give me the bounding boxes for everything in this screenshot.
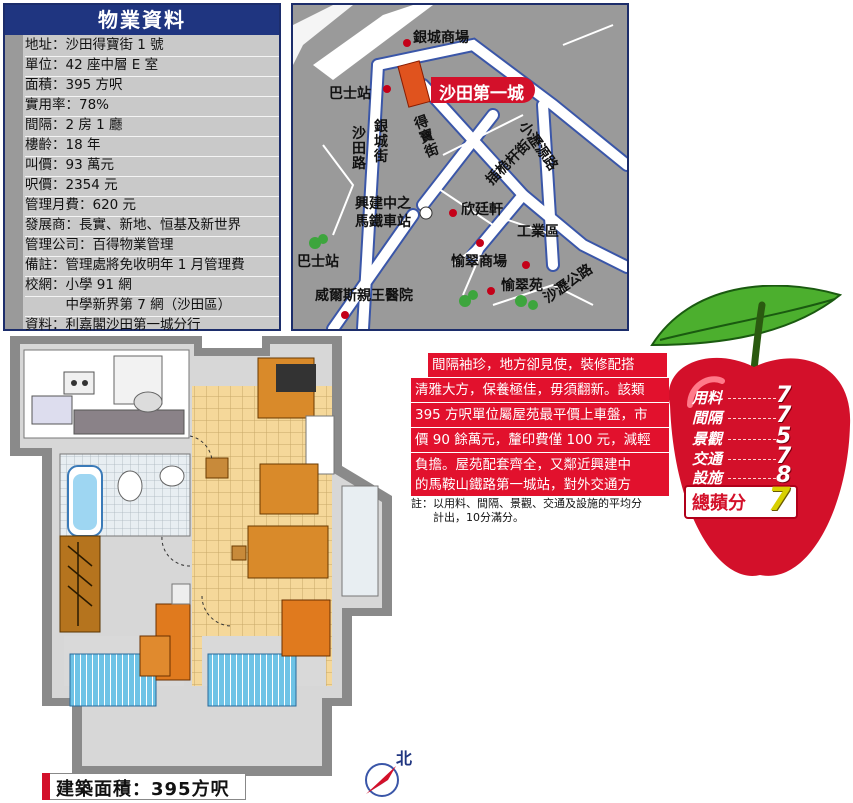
info-row-mgmt-co: 管理公司：百得物業管理: [25, 235, 279, 257]
info-row-remark: 備註：管理處將免收明年 1 月管理費: [25, 255, 279, 277]
score-value-facilities: 8: [776, 463, 792, 488]
review-line-3: 395 方呎單位屬屋苑最平價上車盤，市: [411, 403, 669, 427]
score-label-view: 景觀: [692, 430, 723, 448]
score-row-materials: 用料 7: [692, 383, 792, 408]
map-label-estate: 沙田第一城: [439, 84, 524, 104]
info-row-school-net-2: 中學新界第 7 網（沙田區）: [25, 295, 279, 317]
score-value-layout: 7: [776, 403, 792, 428]
score-label-transport: 交通: [692, 450, 723, 468]
property-info-title: 物業資料: [5, 5, 279, 35]
gross-area-label: 建築面積：395方呎: [56, 779, 230, 800]
review-line-6: 的馬鞍山鐵路第一城站，對外交通方: [411, 474, 669, 496]
map-label-yincheng-mall: 銀城商場: [413, 30, 469, 46]
total-score-box: [684, 485, 798, 519]
compass-north-label: 北: [396, 749, 412, 768]
map-label-station: 興建中之 馬鐵車站: [355, 196, 411, 230]
map-label-bus-stop-2: 巴士站: [297, 254, 339, 270]
info-row-unit: 單位：42 座中層 E 室: [25, 55, 279, 77]
score-leader: [728, 418, 776, 419]
score-value-view: 5: [776, 424, 792, 449]
score-note-line-2: 計出，10分滿分。: [411, 511, 524, 524]
score-label-materials: 用料: [692, 389, 723, 407]
map-label-industrial: 工業區: [517, 224, 559, 240]
review-line-1: 間隔袖珍，地方卻見使，裝修配搭: [428, 353, 667, 377]
info-row-layout: 間隔：2 房 1 廳: [25, 115, 279, 137]
apple-score-graphic: [650, 285, 851, 576]
floor-plan: [10, 336, 392, 776]
score-value-transport: 7: [776, 444, 792, 469]
score-leader: [728, 439, 776, 440]
area-label-box: [42, 773, 246, 800]
score-leader: [728, 398, 776, 399]
location-map: 銀城商場 巴士站 沙田第一城 銀城街 沙田路 得寶街 小瀝源路 插桅杆街 興建中…: [291, 3, 629, 331]
score-label-layout: 間隔: [692, 409, 723, 427]
map-label-bus-stop-1: 巴士站: [329, 86, 371, 102]
area-label-accent: [42, 773, 50, 800]
score-row-transport: 交通 7: [692, 444, 792, 469]
score-row-facilities: 設施 8: [692, 463, 792, 488]
map-label-yan-ting: 欣廷軒: [461, 202, 503, 218]
info-row-developer: 發展商：長實、新地、恒基及新世界: [25, 215, 279, 237]
score-value-materials: 7: [776, 383, 792, 408]
map-label-yincheng-st: 銀城街: [374, 119, 388, 165]
total-score-label: 總蘋分: [692, 493, 746, 514]
score-label-facilities: 設施: [692, 469, 723, 487]
score-leader: [728, 459, 776, 460]
property-info-body: 地址：沙田得寶街 1 號 單位：42 座中層 E 室 面積：395 方呎 實用率…: [5, 35, 279, 333]
review-line-4: 價 90 餘萬元，釐印費僅 100 元，減輕: [411, 428, 669, 452]
map-label-shatin-rd: 沙田路: [352, 126, 366, 172]
info-row-source: 資料：利嘉閣沙田第一城分行: [25, 317, 201, 333]
compass-icon: 北: [365, 749, 412, 797]
info-row-price: 叫價：93 萬元: [25, 155, 279, 177]
info-row-efficiency: 實用率：78%: [25, 95, 279, 117]
map-label-yu-chui-court: 愉翠苑: [501, 278, 543, 294]
property-info-panel: 物業資料 地址：沙田得寶街 1 號 單位：42 座中層 E 室 面積：395 方…: [3, 3, 281, 333]
review-line-2: 清雅大方，保養極佳，毋須翻新。該類: [411, 378, 669, 402]
map-label-hospital: 威爾斯親王醫院: [315, 288, 413, 304]
review-line-5: 負擔。屋苑配套齊全，又鄰近興建中: [411, 453, 669, 477]
info-row-age: 樓齡：18 年: [25, 135, 279, 157]
estate-badge: [431, 77, 535, 103]
score-note: 註：以用料、間隔、景觀、交通及設施的平均分 計出，10分滿分。: [411, 497, 642, 525]
info-row-address: 地址：沙田得寶街 1 號: [25, 35, 279, 57]
info-row-mgmt-fee: 管理月費：620 元: [25, 195, 279, 217]
map-label-yu-chui-mall: 愉翠商場: [451, 254, 507, 270]
score-note-line-1: 註：以用料、間隔、景觀、交通及設施的平均分: [411, 497, 642, 510]
total-score-value: 7: [768, 480, 791, 518]
info-row-school-net: 校網：小學 91 網: [25, 275, 279, 297]
info-row-price-sqft: 呎價：2354 元: [25, 175, 279, 197]
score-row-layout: 間隔 7: [692, 403, 792, 428]
map-roads: [293, 5, 627, 329]
score-row-view: 景觀 5: [692, 424, 792, 449]
info-row-area: 面積：395 方呎: [25, 75, 279, 97]
info-side-strip: [5, 35, 23, 329]
score-leader: [728, 478, 776, 479]
